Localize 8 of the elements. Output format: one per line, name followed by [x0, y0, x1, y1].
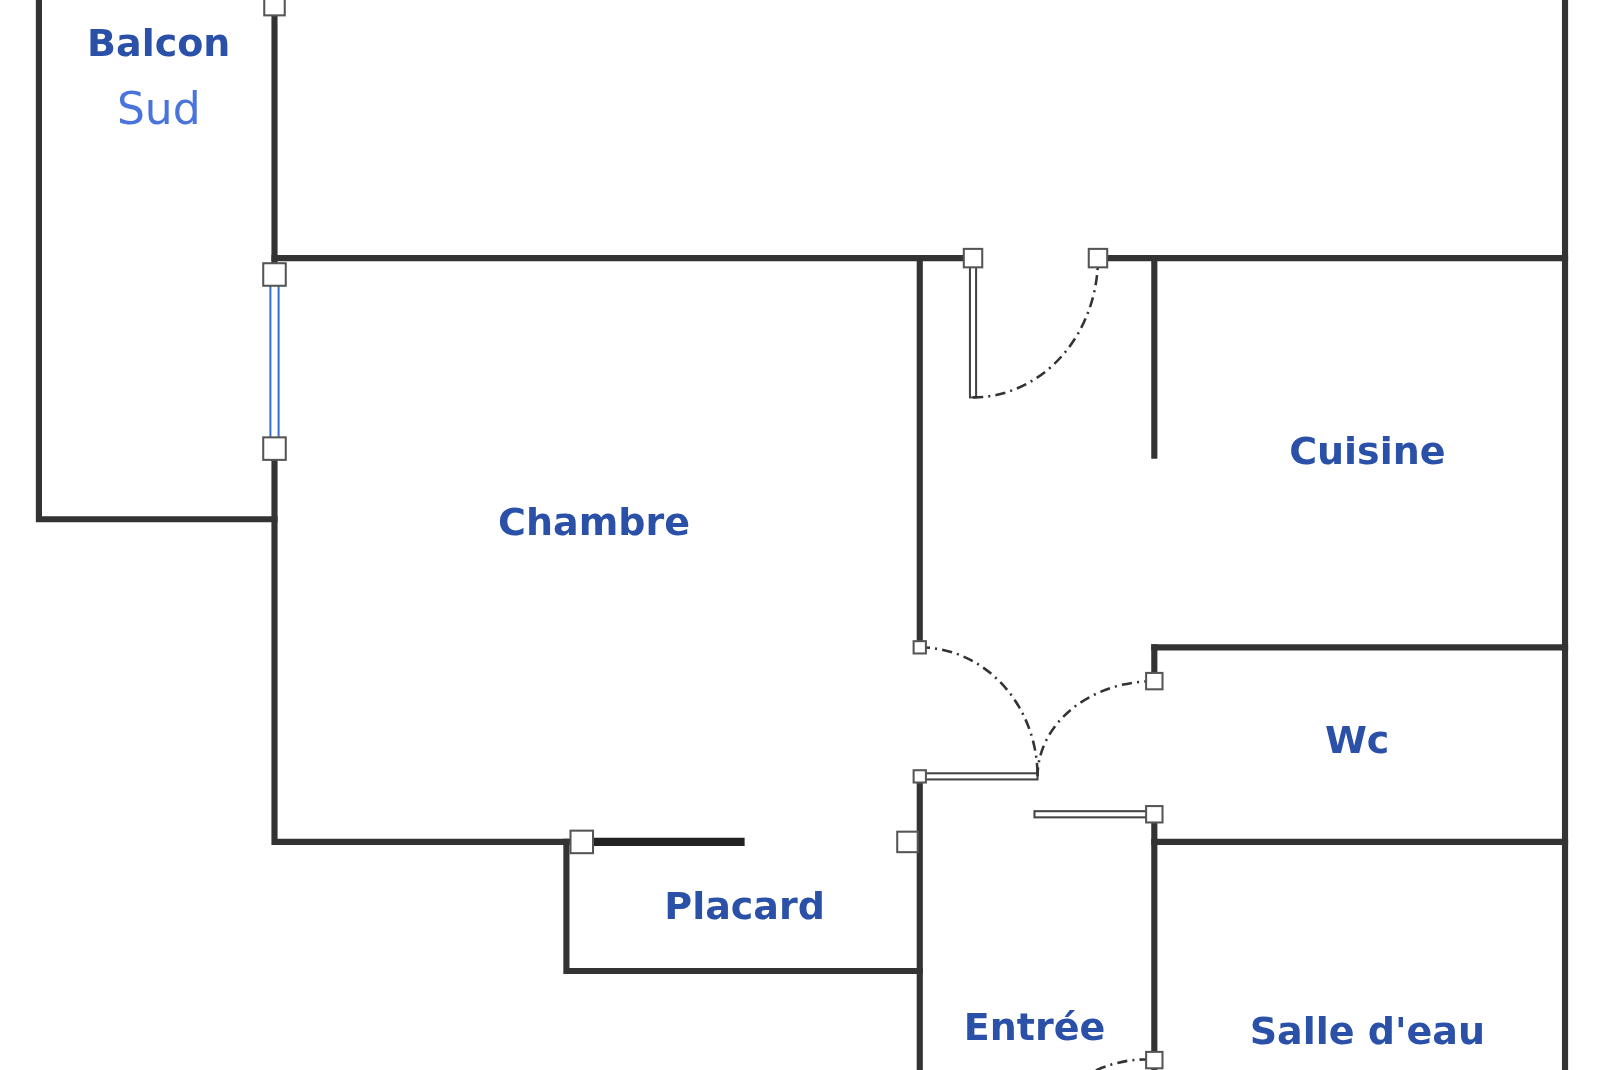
room-label: Balcon	[87, 21, 231, 65]
room-label: Salle d'eau	[1249, 1009, 1486, 1054]
room-label: Placard	[664, 884, 825, 929]
room-label: Cuisine	[1289, 428, 1446, 473]
room-label: Sud	[116, 82, 201, 133]
room-label: Wc	[1324, 718, 1390, 763]
room-label: Entrée	[963, 1005, 1106, 1049]
room-label: Chambre	[498, 500, 690, 545]
